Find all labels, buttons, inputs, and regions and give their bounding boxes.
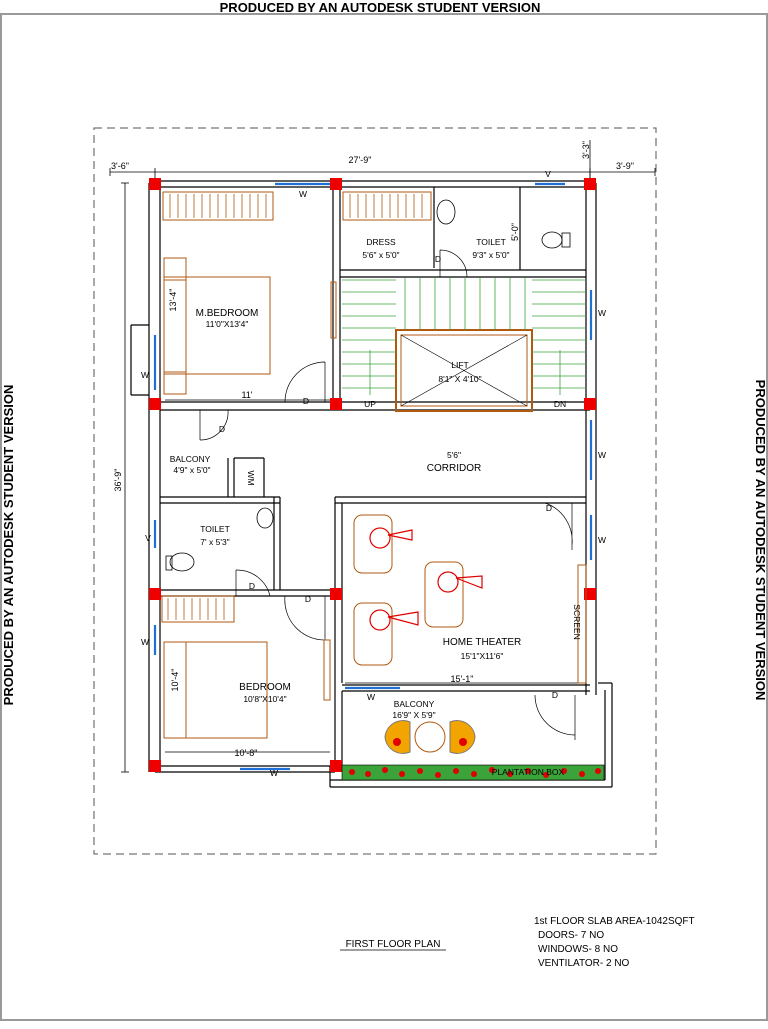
room-dress-name: DRESS bbox=[366, 237, 396, 247]
column bbox=[149, 178, 161, 190]
master-bed bbox=[163, 276, 271, 375]
window-label: W bbox=[141, 637, 149, 647]
note-doors: DOORS- 7 NO bbox=[538, 930, 604, 941]
room-lift-name: LIFT bbox=[451, 360, 468, 370]
dim-bedroom-width-bottom: 10'-8" bbox=[235, 748, 258, 758]
sanitary-fixtures bbox=[165, 199, 571, 572]
column bbox=[149, 760, 161, 772]
dim-toilet-height: 5'-0" bbox=[510, 223, 520, 241]
room-dress-size: 5'6" x 5'0" bbox=[362, 250, 399, 260]
wardrobe-hatch bbox=[167, 194, 423, 620]
furniture bbox=[161, 191, 587, 739]
dim-bedroom-width: 11' bbox=[241, 390, 252, 400]
plantation-box: PLANTATION BOX bbox=[341, 764, 605, 781]
ventilator-label: V bbox=[545, 169, 551, 179]
plot-boundary bbox=[93, 127, 657, 855]
dim-theater-width: 15'-1" bbox=[451, 674, 474, 684]
window-label: W bbox=[141, 370, 149, 380]
walls bbox=[130, 180, 613, 788]
door-label: D bbox=[249, 581, 255, 591]
note-ventilators: VENTILATOR- 2 NO bbox=[538, 958, 630, 969]
room-theater-size: 15'1"X11'6" bbox=[461, 651, 504, 661]
room-toilet1-name: TOILET bbox=[476, 237, 506, 247]
door-label: D bbox=[435, 254, 441, 264]
window-labels: W W W W W W W W V V bbox=[141, 169, 606, 778]
dim-bedroom-height: 10'-4" bbox=[170, 669, 180, 692]
plan-notes: 1st FLOOR SLAB AREA-1042SQFT DOORS- 7 NO… bbox=[534, 916, 695, 969]
room-toilet1-size: 9'3" x 5'0" bbox=[472, 250, 509, 260]
structural-columns bbox=[149, 178, 596, 772]
dim-left-offset: 3'-6" bbox=[111, 161, 129, 171]
corridor-width: 5'6" bbox=[447, 450, 461, 460]
ventilator-label: V bbox=[145, 533, 151, 543]
staircase bbox=[342, 278, 586, 395]
window-label: W bbox=[270, 768, 278, 778]
column bbox=[584, 398, 596, 410]
bedroom-bed bbox=[163, 641, 268, 739]
door-label: D bbox=[305, 594, 311, 604]
room-lift-size: 8'1" X 4'10" bbox=[438, 374, 481, 384]
note-windows: WINDOWS- 8 NO bbox=[538, 944, 618, 955]
lift-cross bbox=[400, 334, 528, 407]
column bbox=[330, 178, 342, 190]
room-theater-name: HOME THEATER bbox=[443, 637, 522, 648]
room-labels: M.BEDROOM 11'0"X13'4" DRESS 5'6" x 5'0" … bbox=[170, 237, 582, 720]
column bbox=[330, 588, 342, 600]
dim-overall-width: 27'-9" bbox=[349, 155, 372, 165]
stair-up-label: UP bbox=[364, 399, 376, 409]
dim-mbedroom-height: 13'-4" bbox=[168, 289, 178, 312]
room-mbedroom-size: 11'0"X13'4" bbox=[206, 319, 249, 329]
column bbox=[330, 760, 342, 772]
dim-right-offset: 3'-9" bbox=[616, 161, 634, 171]
windows bbox=[153, 182, 593, 771]
room-corridor-name: CORRIDOR bbox=[427, 463, 481, 474]
column bbox=[584, 588, 596, 600]
balcony-furniture bbox=[384, 720, 476, 754]
column bbox=[149, 588, 161, 600]
room-balcony2-size: 16'9" X 5'9" bbox=[392, 710, 435, 720]
room-balcony1-name: BALCONY bbox=[170, 454, 211, 464]
window-label: W bbox=[598, 535, 606, 545]
room-toilet2-name: TOILET bbox=[200, 524, 230, 534]
room-mbedroom-name: M.BEDROOM bbox=[196, 308, 259, 319]
door-label: D bbox=[303, 396, 309, 406]
door-labels: D D D D D D D bbox=[219, 254, 558, 700]
window-label: W bbox=[598, 308, 606, 318]
watermark-left: PRODUCED BY AN AUTODESK STUDENT VERSION bbox=[1, 385, 16, 706]
watermark-right: PRODUCED BY AN AUTODESK STUDENT VERSION bbox=[753, 380, 768, 701]
watermark-top: PRODUCED BY AN AUTODESK STUDENT VERSION bbox=[220, 0, 541, 15]
dim-overall-depth: 36'-9" bbox=[113, 469, 123, 492]
window-label: W bbox=[598, 450, 606, 460]
column bbox=[584, 178, 596, 190]
door-label: D bbox=[552, 690, 558, 700]
room-bedroom-name: BEDROOM bbox=[239, 682, 291, 693]
dim-top-right-offset: 3'-3" bbox=[581, 141, 591, 159]
plantation-label: PLANTATION BOX bbox=[492, 767, 565, 777]
screen-label: SCREEN bbox=[572, 604, 582, 639]
door-label: D bbox=[546, 503, 552, 513]
note-slab-area: 1st FLOOR SLAB AREA-1042SQFT bbox=[534, 916, 695, 927]
theater-occupants bbox=[369, 527, 483, 631]
column bbox=[330, 398, 342, 410]
room-toilet2-size: 7' x 5'3" bbox=[200, 537, 229, 547]
stair-down-label: DN bbox=[554, 399, 566, 409]
room-balcony1-size: 4'9" x 5'0" bbox=[173, 465, 210, 475]
doors bbox=[199, 249, 576, 740]
door-label: D bbox=[219, 424, 225, 434]
room-balcony2-name: BALCONY bbox=[394, 699, 435, 709]
wm-label: WM bbox=[246, 470, 256, 485]
column bbox=[149, 398, 161, 410]
room-bedroom-size: 10'8"X10'4" bbox=[243, 694, 286, 704]
window-label: W bbox=[299, 189, 307, 199]
theater-seats bbox=[353, 514, 464, 666]
window-label: W bbox=[367, 692, 375, 702]
plan-title: FIRST FLOOR PLAN bbox=[346, 939, 441, 950]
